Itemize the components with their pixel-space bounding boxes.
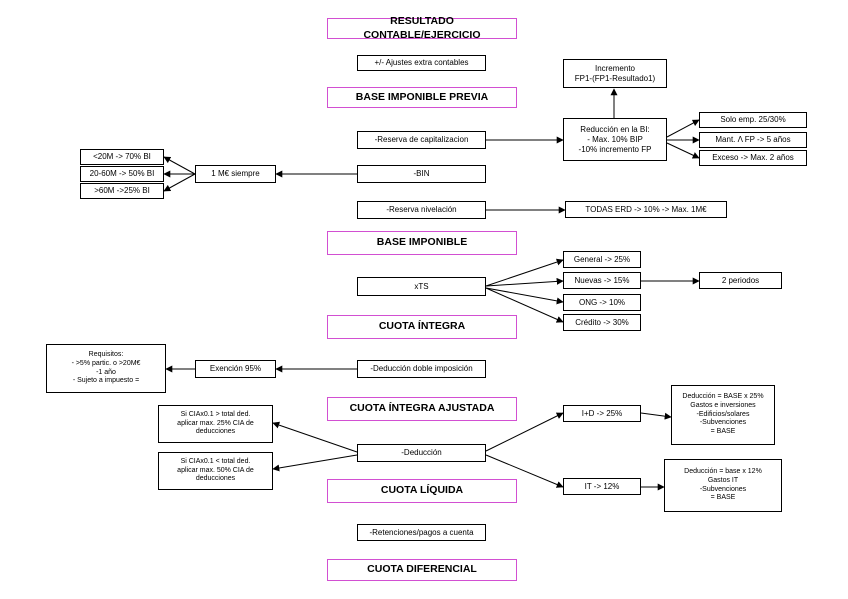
step-cuota-integra: CUOTA ÍNTEGRA [327, 315, 517, 339]
box-mant-fp: Mant. Λ FP -> 5 años [699, 132, 807, 148]
edge-xts-to-nuevas [485, 277, 564, 287]
step-cuota-integra-ajustada: CUOTA ÍNTEGRA AJUSTADA [327, 397, 517, 421]
box-incremento: Incremento FP1-(FP1-Resultado1) [563, 59, 667, 88]
box-id-detalle: Deducción = BASE x 25% Gastos e inversio… [671, 385, 775, 445]
op-xts: xTS [357, 277, 486, 296]
box-bin-tramo-1: <20M -> 70% BI [80, 149, 164, 165]
edge-reduccion-to-exceso [666, 142, 700, 159]
edge-deduccion-to-si-mayor [272, 421, 358, 453]
op-reserva-capitalizacion: -Reserva de capitalizacion [357, 131, 486, 149]
box-si-cia-menor: Si CIAx0.1 < total ded. aplicar max. 50%… [158, 452, 273, 490]
box-requisitos: Requisitos: - >5% partic. o >20M€ -1 año… [46, 344, 166, 393]
box-reduccion-bi: Reducción en la BI: - Max. 10% BIP -10% … [563, 118, 667, 161]
op-retenciones: -Retenciones/pagos a cuenta [357, 524, 486, 541]
box-bin-tramo-3: >60M ->25% BI [80, 183, 164, 199]
edge-siempre-to-t3 [163, 173, 196, 192]
step-cuota-liquida: CUOTA LÍQUIDA [327, 479, 517, 503]
edge-id-to-detail [640, 412, 672, 420]
edge-xts-to-credito [485, 287, 564, 323]
box-tipo-nuevas: Nuevas -> 15% [563, 272, 641, 289]
box-tipo-ong: ONG -> 10% [563, 294, 641, 311]
box-solo-emp: Solo emp. 25/30% [699, 112, 807, 128]
op-bin: -BIN [357, 165, 486, 183]
box-id-25: I+D -> 25% [563, 405, 641, 422]
op-reserva-nivelacion: -Reserva nivelación [357, 201, 486, 219]
edge-deduccion-to-it [485, 454, 564, 488]
op-deduccion-doble-imposicion: -Deducción doble imposición [357, 360, 486, 378]
box-dos-periodos: 2 periodos [699, 272, 782, 289]
edge-xts-to-general [485, 258, 564, 287]
step-base-imponible-previa: BASE IMPONIBLE PREVIA [327, 87, 517, 108]
edge-reduccion-to-soloemp [666, 119, 700, 138]
box-todas-erd: TODAS ERD -> 10% -> Max. 1M€ [565, 201, 727, 218]
box-it-12: IT -> 12% [563, 478, 641, 495]
edge-xts-to-ong [485, 287, 564, 305]
step-cuota-diferencial: CUOTA DIFERENCIAL [327, 559, 517, 581]
step-base-imponible: BASE IMPONIBLE [327, 231, 517, 255]
edge-deduccion-to-id [485, 412, 564, 452]
edge-deduccion-to-si-menor [272, 454, 358, 472]
step-resultado-contable: RESULTADO CONTABLE/EJERCICIO [327, 15, 517, 41]
box-1m-siempre: 1 M€ siempre [195, 165, 276, 183]
box-exceso: Exceso -> Max. 2 años [699, 150, 807, 166]
box-tipo-credito: Crédito -> 30% [563, 314, 641, 331]
box-exencion-95: Exención 95% [195, 360, 276, 378]
box-si-cia-mayor: Si CIAx0.1 > total ded. aplicar max. 25%… [158, 405, 273, 443]
box-tipo-general: General -> 25% [563, 251, 641, 268]
edge-siempre-to-t1 [163, 156, 196, 175]
op-ajustes-extracontables: +/- Ajustes extra contables [357, 55, 486, 71]
op-deduccion: -Deducción [357, 444, 486, 462]
box-it-detalle: Deducción = base x 12% Gastos IT -Subven… [664, 459, 782, 512]
box-bin-tramo-2: 20-60M -> 50% BI [80, 166, 164, 182]
